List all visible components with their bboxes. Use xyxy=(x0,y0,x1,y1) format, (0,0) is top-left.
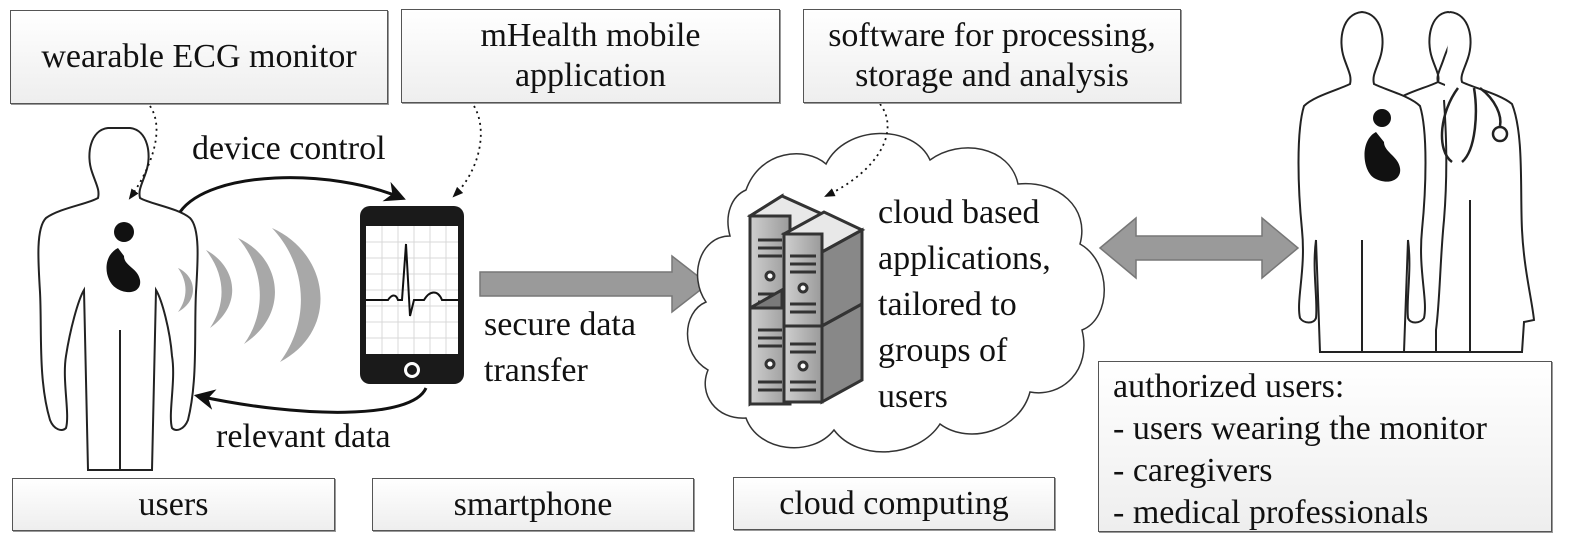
cloud-apps-line-2: applications, xyxy=(878,240,1051,277)
software-box-line-2: storage and analysis xyxy=(855,57,1129,94)
app-box-line-2: application xyxy=(514,57,667,94)
cloud-apps-line-5: users xyxy=(878,378,948,415)
ecg-monitor-icon xyxy=(106,222,141,293)
smartphone-icon xyxy=(360,206,464,384)
cloud-computing-box: cloud computing xyxy=(733,477,1055,530)
wireless-signal-icon xyxy=(178,228,321,362)
cloud-computing-box-label: cloud computing xyxy=(779,484,1009,522)
app-box: mHealth mobile application xyxy=(401,9,780,103)
device-control-arrow xyxy=(178,176,406,213)
software-box-line-1: software for processing, xyxy=(828,17,1156,54)
authorized-user-item-2: - caregivers xyxy=(1113,452,1273,489)
cloud-apps-line-3: tailored to xyxy=(878,286,1017,323)
software-pointer xyxy=(824,103,889,197)
software-box: software for processing, storage and ana… xyxy=(803,9,1181,103)
secure-transfer-arrow xyxy=(479,254,710,314)
secure-transfer-label: secure data transfer xyxy=(484,302,636,394)
app-pointer xyxy=(452,105,482,198)
smartphone-box-label: smartphone xyxy=(453,485,613,523)
cloud-apps-line-1: cloud based xyxy=(878,194,1040,231)
ecg-monitor-right-icon xyxy=(1364,109,1401,182)
device-control-label: device control xyxy=(192,130,386,167)
cloud-apps-line-4: groups of xyxy=(878,332,1008,369)
smartphone-box: smartphone xyxy=(372,478,694,531)
app-box-line-1: mHealth mobile xyxy=(480,17,701,54)
access-double-arrow xyxy=(1098,216,1300,280)
authorized-user-item-1: - users wearing the monitor xyxy=(1113,410,1487,447)
authorized-user-item-3: - medical professionals xyxy=(1113,494,1429,531)
relevant-data-label: relevant data xyxy=(216,418,391,455)
cloud-apps-label: cloud based applications, tailored to gr… xyxy=(878,190,1051,420)
secure-transfer-line-1: secure data xyxy=(484,306,636,343)
monitor-box: wearable ECG monitor xyxy=(10,10,388,104)
secure-transfer-line-2: transfer xyxy=(484,352,588,389)
relevant-data-arrow xyxy=(193,387,428,414)
patient-figure-right-icon xyxy=(1297,10,1427,353)
server-rack-icon xyxy=(746,193,866,407)
authorized-users-heading: authorized users: xyxy=(1113,368,1345,405)
patient-figure-icon xyxy=(37,127,199,471)
authorized-users-box: authorized users: - users wearing the mo… xyxy=(1098,361,1552,532)
users-box: users xyxy=(12,478,335,531)
users-box-label: users xyxy=(138,485,209,523)
monitor-box-label: wearable ECG monitor xyxy=(41,38,357,75)
